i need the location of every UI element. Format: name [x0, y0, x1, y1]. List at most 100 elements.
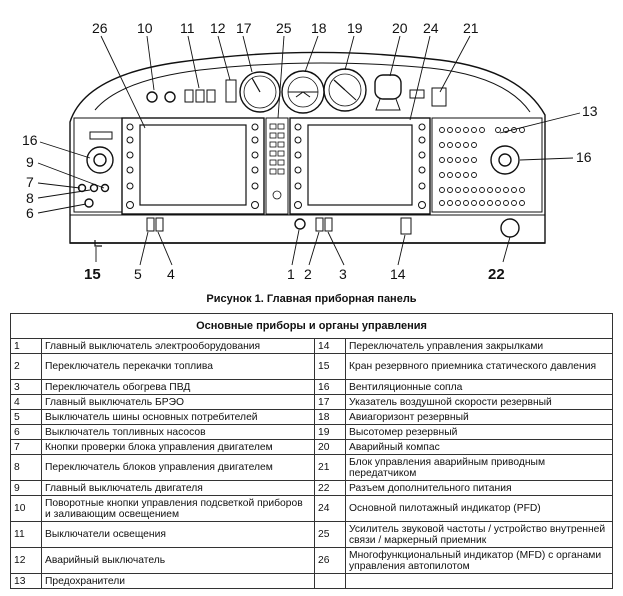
- callout-1: 1: [287, 266, 295, 282]
- table-row: 6 Выключатель топливных насосов 19 Высот…: [10, 424, 613, 440]
- right-text: Указатель воздушной скорости резервный: [345, 394, 613, 410]
- left-num: 1: [10, 338, 42, 354]
- callout-22: 22: [488, 266, 505, 283]
- left-text: Выключатели освещения: [41, 521, 315, 548]
- left-num: 11: [10, 521, 42, 548]
- callout-12: 12: [210, 20, 226, 36]
- right-num: 15: [314, 353, 346, 380]
- left-num: 3: [10, 379, 42, 395]
- mfd-screen: [307, 124, 413, 206]
- right-num: 26: [314, 547, 346, 574]
- callout-4: 4: [167, 266, 175, 282]
- table-row: 1 Главный выключатель электрооборудовани…: [10, 338, 613, 354]
- left-text: Аварийный выключатель: [41, 547, 315, 574]
- left-num: 4: [10, 394, 42, 410]
- left-num: 10: [10, 495, 42, 522]
- flap-switch: [400, 217, 412, 235]
- right-text: Аварийный компас: [345, 439, 613, 455]
- aux-power-socket: [500, 218, 520, 238]
- callout-20: 20: [392, 20, 408, 36]
- left-num: 2: [10, 353, 42, 380]
- right-text: Высотомер резервный: [345, 424, 613, 440]
- right-num: 22: [314, 480, 346, 496]
- right-num: 25: [314, 521, 346, 548]
- table-row: 7 Кнопки проверки блока управления двига…: [10, 439, 613, 455]
- callout-16-right: 16: [576, 149, 592, 165]
- callout-9: 9: [26, 154, 34, 170]
- callout-11: 11: [180, 20, 195, 36]
- left-text: Главный выключатель БРЭО: [41, 394, 315, 410]
- right-num: 18: [314, 409, 346, 425]
- compass: [374, 74, 402, 100]
- callout-26: 24: [423, 20, 439, 36]
- right-text: Переключатель управления закрылками: [345, 338, 613, 354]
- callout-2: 2: [304, 266, 312, 282]
- left-text: Переключатель перекачки топлива: [41, 353, 315, 380]
- callout-17: 17: [236, 20, 252, 36]
- left-num: 12: [10, 547, 42, 574]
- right-text: Блок управления аварийным приводным пере…: [345, 454, 613, 481]
- callout-15: 15: [84, 266, 101, 283]
- right-text: Разъем дополнительного питания: [345, 480, 613, 496]
- right-num: [314, 573, 346, 589]
- left-text: Поворотные кнопки управления подсветкой …: [41, 495, 315, 522]
- left-num: 7: [10, 439, 42, 455]
- callout-8: 8: [26, 190, 34, 206]
- right-num: 17: [314, 394, 346, 410]
- right-num: 16: [314, 379, 346, 395]
- table-row: 8 Переключатель блоков управления двигат…: [10, 454, 613, 481]
- table-row: 2 Переключатель перекачки топлива 15 Кра…: [10, 353, 613, 380]
- master-switch: [294, 218, 306, 230]
- figure-caption: Рисунок 1. Главная приборная панель: [206, 293, 417, 305]
- pfd-screen: [139, 124, 247, 206]
- right-num: 21: [314, 454, 346, 481]
- left-num: 13: [10, 573, 42, 589]
- right-text: Авиагоризонт резервный: [345, 409, 613, 425]
- left-text: Выключатель топливных насосов: [41, 424, 315, 440]
- callout-13: 13: [582, 103, 598, 119]
- table-row: 9 Главный выключатель двигателя 22 Разъе…: [10, 480, 613, 496]
- callout-5: 5: [134, 266, 142, 282]
- left-text: Кнопки проверки блока управления двигате…: [41, 439, 315, 455]
- left-num: 9: [10, 480, 42, 496]
- callout-7: 7: [26, 174, 34, 190]
- left-text: Главный выключатель двигателя: [41, 480, 315, 496]
- table-row: 3 Переключатель обогрева ПВД 16 Вентиляц…: [10, 379, 613, 395]
- right-text: Кран резервного приемника статического д…: [345, 353, 613, 380]
- right-num: 20: [314, 439, 346, 455]
- callout-21: 21: [463, 20, 479, 36]
- left-text: Главный выключатель электрооборудования: [41, 338, 315, 354]
- right-num: 24: [314, 495, 346, 522]
- left-text: Переключатель обогрева ПВД: [41, 379, 315, 395]
- callout-16-left: 16: [22, 132, 38, 148]
- callout-24: 26: [92, 20, 108, 36]
- left-text: Выключатель шины основных потребителей: [41, 409, 315, 425]
- table-row: 4 Главный выключатель БРЭО 17 Указатель …: [10, 394, 613, 410]
- table-row: 11 Выключатели освещения 25 Усилитель зв…: [10, 521, 613, 548]
- table-row: 5 Выключатель шины основных потребителей…: [10, 409, 613, 425]
- emergency-switch: [225, 79, 237, 103]
- vent-right: [490, 145, 520, 175]
- left-num: 5: [10, 409, 42, 425]
- table-row: 13 Предохранители: [10, 573, 613, 589]
- right-text: [345, 573, 613, 589]
- legend-header: Основные приборы и органы управления: [10, 313, 613, 339]
- dimmer-knob: [146, 91, 158, 103]
- vent-left: [86, 146, 114, 174]
- audio-panel: [265, 117, 289, 215]
- pfd-bezel: [121, 117, 265, 215]
- table-row: 10 Поворотные кнопки управления подсветк…: [10, 495, 613, 522]
- panel-outline: [69, 51, 546, 244]
- left-text: Переключатель блоков управления двигател…: [41, 454, 315, 481]
- right-text: Усилитель звуковой частоты / устройство …: [345, 521, 613, 548]
- legend-header-row: Основные приборы и органы управления: [10, 313, 613, 339]
- callout-19: 19: [347, 20, 363, 36]
- callout-3: 3: [339, 266, 347, 282]
- right-num: 14: [314, 338, 346, 354]
- mfd-bezel: [289, 117, 431, 215]
- callout-6: 6: [26, 205, 34, 221]
- callout-25: 25: [276, 20, 292, 36]
- callout-10: 10: [137, 20, 153, 36]
- legend-table: Основные приборы и органы управления 1 Г…: [10, 313, 613, 589]
- right-num: 19: [314, 424, 346, 440]
